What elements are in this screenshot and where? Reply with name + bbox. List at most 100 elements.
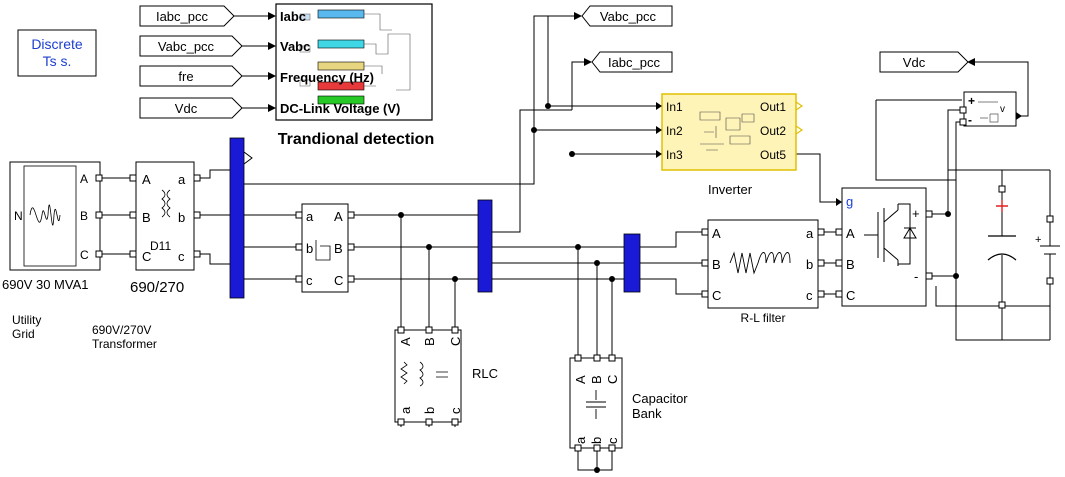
svg-text:-: - [968, 113, 972, 127]
svg-text:A: A [712, 226, 721, 241]
grid-neutral-label: N [14, 209, 23, 223]
svg-text:B: B [142, 210, 151, 225]
svg-text:B: B [712, 257, 721, 272]
svg-text:a: a [573, 436, 588, 444]
svg-text:Vabc_pcc: Vabc_pcc [600, 9, 657, 24]
dc-link-capacitor[interactable] [987, 185, 1017, 309]
svg-text:c: c [178, 249, 185, 264]
goto-tag-iabc-pcc[interactable]: Iabc_pcc [584, 51, 673, 73]
detection-scope-1-icon [317, 9, 365, 19]
powergui-block[interactable]: Discrete Ts s. [17, 29, 97, 77]
goto-tag-vdc[interactable]: Vdc [879, 51, 975, 73]
from-tag-fre[interactable]: fre [139, 65, 243, 87]
svg-text:B: B [422, 337, 437, 346]
from-tag-vabc-pcc[interactable]: Vabc_pcc [139, 35, 243, 57]
svg-text:Iabc_pcc: Iabc_pcc [608, 55, 661, 70]
svg-text:A: A [334, 209, 343, 224]
svg-text:Out1: Out1 [760, 100, 786, 114]
svg-text:v: v [1000, 104, 1005, 115]
svg-text:a: a [398, 406, 413, 414]
svg-text:-: - [914, 269, 918, 284]
svg-text:A: A [80, 172, 88, 186]
svg-text:In2: In2 [666, 124, 683, 138]
svg-text:Iabc_pcc: Iabc_pcc [156, 9, 209, 24]
svg-text:a: a [806, 226, 814, 241]
svg-text:b: b [178, 210, 185, 225]
svg-text:Vdc: Vdc [175, 101, 198, 116]
rlc-caption: RLC [472, 366, 498, 381]
dc-voltage-source[interactable]: + [1035, 215, 1060, 285]
detection-scope-3-icon [317, 61, 365, 71]
svg-text:C: C [448, 337, 463, 346]
svg-text:Out5: Out5 [760, 148, 786, 162]
goto-tag-vabc-pcc[interactable]: Vabc_pcc [574, 5, 673, 27]
detection-port-frequency: Frequency (Hz) [280, 70, 374, 85]
rl-filter-caption: R-L filter [741, 311, 786, 325]
capacitor-caption-2: Bank [632, 406, 662, 421]
rlc-load-block[interactable]: A B C a b c [394, 326, 463, 426]
junction-dots [398, 103, 959, 473]
svg-text:c: c [806, 288, 813, 303]
transformer-caption-2: Transformer [92, 337, 157, 351]
svg-text:c: c [306, 273, 313, 288]
measurement-bus-2[interactable] [477, 199, 493, 293]
inverter-subsystem[interactable]: In1 In2 In3 Out1 Out2 Out5 [656, 93, 804, 171]
inverter-caption: Inverter [708, 182, 753, 197]
svg-text:c: c [448, 407, 463, 414]
svg-text:B: B [846, 257, 855, 272]
measurement-bus-3[interactable] [623, 233, 641, 293]
detection-caption: Trandional detection [278, 131, 434, 148]
svg-text:A: A [142, 172, 151, 187]
detection-port-dc-link: DC-Link Voltage (V) [280, 101, 400, 116]
svg-text:C: C [846, 288, 855, 303]
svg-text:C: C [142, 249, 151, 264]
svg-text:C: C [605, 375, 620, 384]
detection-input-arrows [234, 12, 276, 112]
grid-rating: 690V 30 MVA1 [2, 277, 88, 292]
transformer-winding: D11 [150, 239, 171, 253]
utility-grid-block[interactable]: N A B C [9, 161, 103, 271]
svg-text:A: A [846, 226, 855, 241]
svg-text:b: b [422, 407, 437, 414]
from-tag-iabc-pcc[interactable]: Iabc_pcc [139, 5, 235, 27]
svg-text:+: + [1035, 234, 1041, 246]
voltage-measurement-block[interactable]: + - v [959, 91, 1022, 127]
transformer-caption-1: 690V/270V [92, 323, 151, 337]
detection-port-iabc: Iabc [280, 9, 306, 24]
universal-bridge-block[interactable]: g A B C + - [835, 187, 933, 307]
svg-text:B: B [80, 209, 88, 223]
svg-text:Out2: Out2 [760, 124, 786, 138]
three-phase-breaker-block[interactable]: a b c A B C [295, 203, 355, 293]
svg-text:B: B [589, 375, 604, 384]
detection-scope-2-icon [317, 39, 365, 49]
svg-text:b: b [589, 437, 604, 444]
svg-text:C: C [712, 288, 721, 303]
svg-text:B: B [334, 241, 343, 256]
from-tag-vdc-in[interactable]: Vdc [139, 97, 243, 119]
svg-text:a: a [178, 172, 186, 187]
svg-text:b: b [806, 257, 813, 272]
svg-text:a: a [306, 209, 314, 224]
transformer-block[interactable]: A B C a b c D11 [129, 161, 201, 271]
capacitor-bank-block[interactable]: A B C a b c [569, 354, 623, 452]
svg-text:A: A [398, 337, 413, 346]
svg-text:C: C [80, 248, 89, 262]
detection-scope-5-icon [317, 95, 365, 105]
svg-text:b: b [306, 241, 313, 256]
svg-text:+: + [968, 94, 975, 108]
powergui-line1: Discrete [31, 36, 83, 52]
capacitor-caption-1: Capacitor [632, 391, 688, 406]
svg-text:+: + [912, 206, 920, 221]
svg-text:fre: fre [178, 69, 193, 84]
svg-text:In3: In3 [666, 148, 683, 162]
svg-text:c: c [605, 437, 620, 444]
detection-port-vabc: Vabc [280, 39, 310, 54]
grid-caption-2: Grid [12, 327, 35, 341]
rl-filter-block[interactable]: A B C a b c [701, 219, 825, 309]
powergui-line2: Ts s. [43, 53, 72, 69]
traditional-detection-subsystem[interactable]: Iabc Vabc Frequency (Hz) DC-Link Voltage… [275, 3, 433, 121]
bridge-gate-label: g [846, 194, 853, 209]
measurement-bus-1[interactable] [229, 137, 253, 299]
